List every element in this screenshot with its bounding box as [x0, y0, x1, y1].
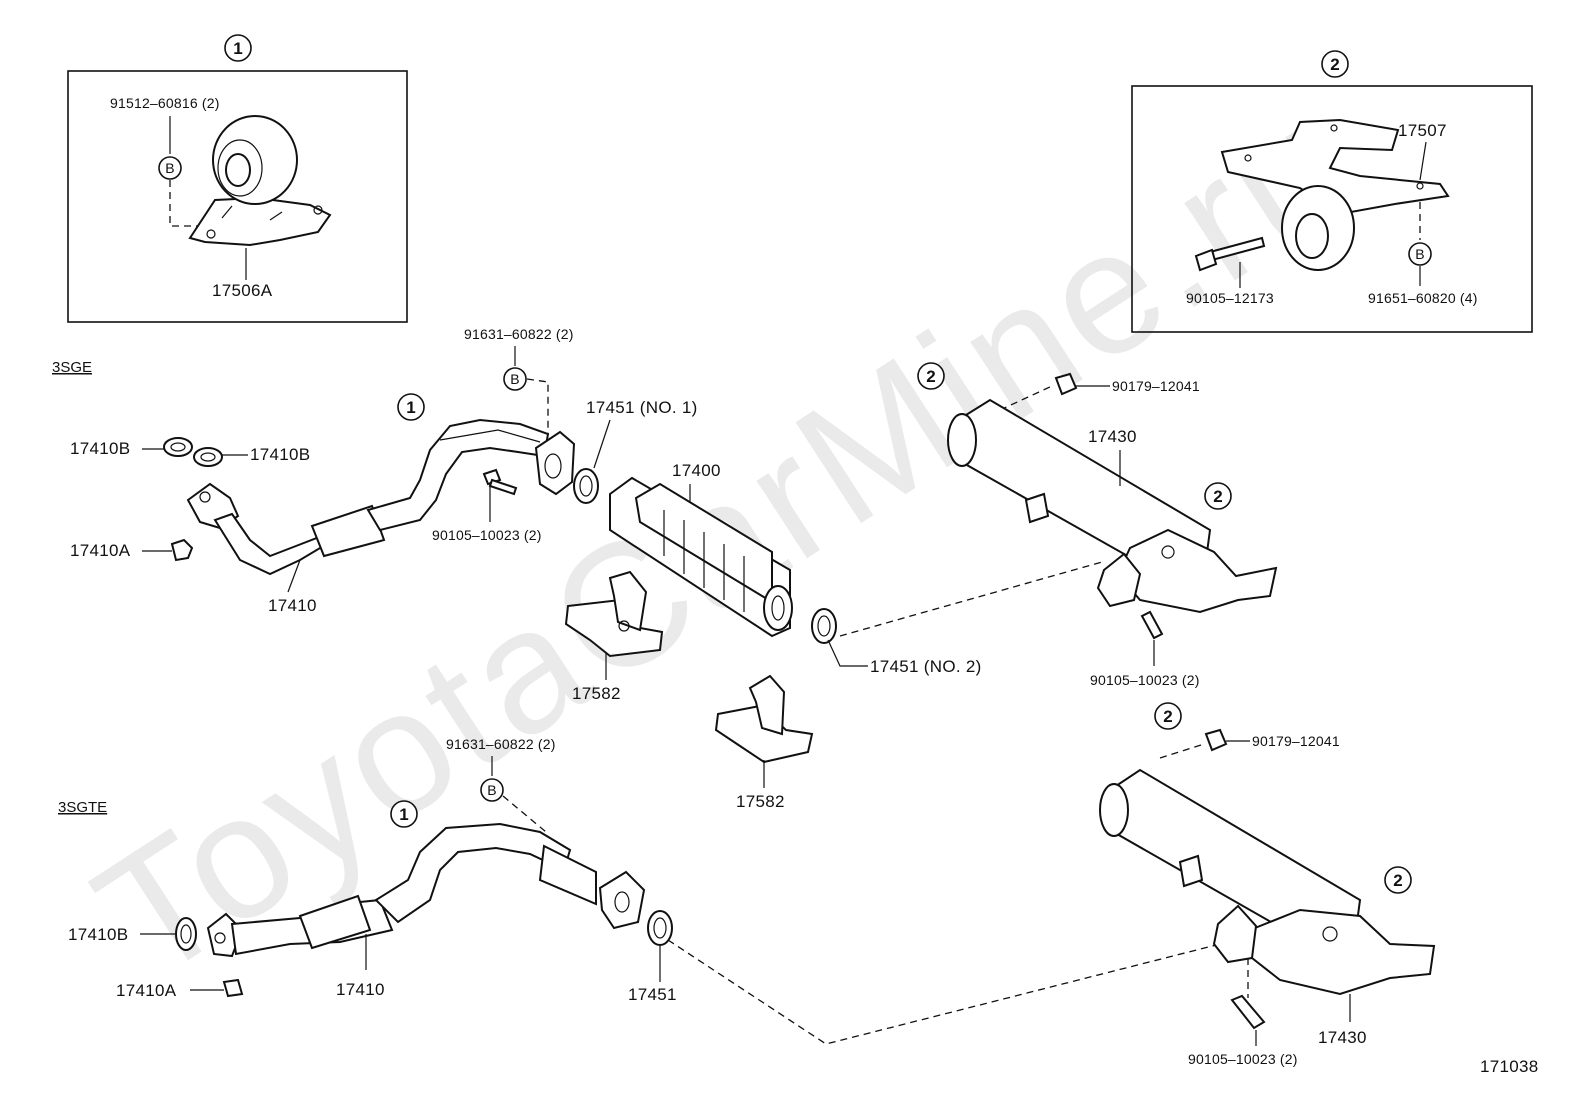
muffler-bolt-lower	[1230, 994, 1266, 1030]
muffler-bolt-label-lower: 90105–10023 (2)	[1188, 1051, 1298, 1067]
gasket-label-lower: 17451	[628, 985, 677, 1004]
nut-a-label-lower: 17410A	[116, 981, 177, 1000]
detail-box-1: 1 91512–60816 (2) B 17506A	[67, 34, 408, 323]
b-mark-icon	[1408, 242, 1432, 266]
muffler-bolt-label-upper: 90105–10023 (2)	[1090, 672, 1200, 688]
ref-circle-2	[1154, 702, 1182, 730]
ref-circle-2	[1321, 50, 1349, 78]
ref-circle-2	[1384, 866, 1412, 894]
ref-circle-2	[1204, 482, 1232, 510]
box2-bracket-label: 17507	[1398, 121, 1447, 140]
muffler-17430-upper	[947, 398, 1278, 614]
box1-bolt-label: 91512–60816 (2)	[110, 95, 220, 111]
gasket-lower	[647, 910, 673, 946]
b-mark-icon	[503, 367, 527, 391]
nut-90179-upper	[1054, 372, 1078, 396]
ref-number-2: 2	[1163, 707, 1172, 726]
muffler-nut-label-upper: 90179–12041	[1112, 378, 1200, 394]
b-mark-text: B	[510, 371, 520, 387]
front-pipe-17410-lower	[206, 822, 646, 958]
nut-a-lower	[222, 978, 244, 998]
ref-circle-1	[224, 34, 252, 62]
box2-bolt-label: 90105–12173	[1186, 290, 1274, 306]
section-3sgte: 3SGTE 91631–60822 (2) B 1 17410B 17410A …	[58, 702, 1436, 1067]
gasket-b-right	[193, 447, 223, 467]
flange-upper	[534, 430, 576, 496]
clip-label-lower: 91631–60822 (2)	[446, 736, 556, 752]
gasket-no2	[811, 608, 837, 644]
section-3sge: 3SGE 1 91631–60822 (2) B 17451 (NO. 1)	[52, 326, 1278, 811]
ref-number-1: 1	[233, 39, 242, 58]
gasket-no1	[573, 468, 599, 504]
engine-label-3sgte: 3SGTE	[58, 799, 107, 816]
b-mark-text: B	[1415, 246, 1425, 262]
gasket-b-lower	[175, 917, 197, 951]
muffler-nut-label-lower: 90179–12041	[1252, 733, 1340, 749]
catalytic-converter-17400	[609, 476, 793, 638]
box1-part-label: 17506A	[212, 281, 273, 300]
lower-bracket-label: 17582	[736, 792, 785, 811]
ref-number-2: 2	[1393, 871, 1402, 890]
mount-17506a	[188, 115, 332, 247]
front-pipe-label-upper: 17410	[268, 596, 317, 615]
nut-90179-lower	[1204, 728, 1228, 752]
gasket-no1-label: 17451 (NO. 1)	[586, 398, 698, 417]
ref-circle-1	[390, 800, 418, 828]
gasket-b-left	[163, 437, 193, 457]
bracket-17582-lower	[714, 674, 814, 764]
ref-number-2: 2	[926, 367, 935, 386]
ref-number-1: 1	[406, 398, 415, 417]
b-mark-text: B	[487, 782, 497, 798]
ref-circle-1	[397, 393, 425, 421]
b-mark-icon	[158, 156, 182, 180]
gasket-no2-label: 17451 (NO. 2)	[870, 657, 982, 676]
gasket-b-right-label: 17410B	[250, 445, 310, 464]
muffler-label-upper: 17430	[1088, 427, 1137, 446]
gasket-b-left-label: 17410B	[70, 439, 130, 458]
ref-number-1: 1	[399, 805, 408, 824]
nut-a-upper	[170, 538, 194, 562]
ref-circle-2	[917, 362, 945, 390]
bolt-90105-12173	[1194, 236, 1266, 272]
bracket-17507	[1220, 118, 1450, 271]
ref-number-2: 2	[1330, 55, 1339, 74]
muffler-label-lower: 17430	[1318, 1028, 1367, 1047]
box2-frame	[1131, 85, 1533, 333]
ref-number-2: 2	[1213, 487, 1222, 506]
bracket-17582-upper	[564, 570, 664, 658]
detail-box-2: 2 17507 90105–12173 B 91651–60820 (4)	[1131, 50, 1533, 333]
converter-label: 17400	[672, 461, 721, 480]
gasket-b-label-lower: 17410B	[68, 925, 128, 944]
diagram-number: 171038	[1480, 1057, 1539, 1076]
box1-frame	[67, 70, 408, 323]
muffler-bolt-upper	[1140, 610, 1164, 640]
engine-label-3sge: 3SGE	[52, 359, 92, 376]
bolt-label-upper: 90105–10023 (2)	[432, 527, 542, 543]
b-mark-text: B	[165, 160, 175, 176]
bracket-label-upper: 17582	[572, 684, 621, 703]
front-pipe-17410-upper	[186, 418, 550, 576]
front-pipe-label-lower: 17410	[336, 980, 385, 999]
nut-a-label-upper: 17410A	[70, 541, 131, 560]
b-mark-icon	[480, 778, 504, 802]
muffler-17430-lower	[1099, 768, 1436, 996]
clip-label-upper: 91631–60822 (2)	[464, 326, 574, 342]
box2-nut-label: 91651–60820 (4)	[1368, 290, 1478, 306]
